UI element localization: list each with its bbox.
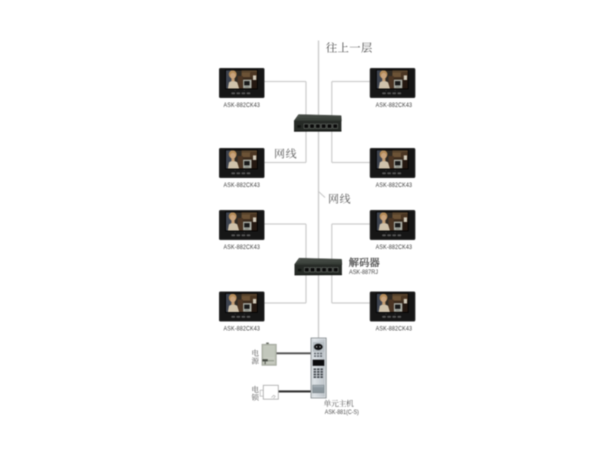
- svg-text:ASK-881(C-S): ASK-881(C-S): [325, 409, 359, 416]
- svg-text:ASK-882CK43: ASK-882CK43: [224, 102, 261, 109]
- svg-text:ASK-882CK43: ASK-882CK43: [376, 182, 413, 189]
- svg-text:ASK-882CK43: ASK-882CK43: [376, 325, 413, 332]
- svg-text:ASK-882CK43: ASK-882CK43: [376, 244, 413, 251]
- svg-text:ASK-882CK43: ASK-882CK43: [224, 182, 261, 189]
- svg-text:ASK-882CK43: ASK-882CK43: [224, 244, 261, 251]
- svg-text:ASK-887RJ: ASK-887RJ: [349, 269, 378, 276]
- svg-text:ASK-882CK43: ASK-882CK43: [376, 102, 413, 109]
- svg-text:ASK-882CK43: ASK-882CK43: [224, 325, 261, 332]
